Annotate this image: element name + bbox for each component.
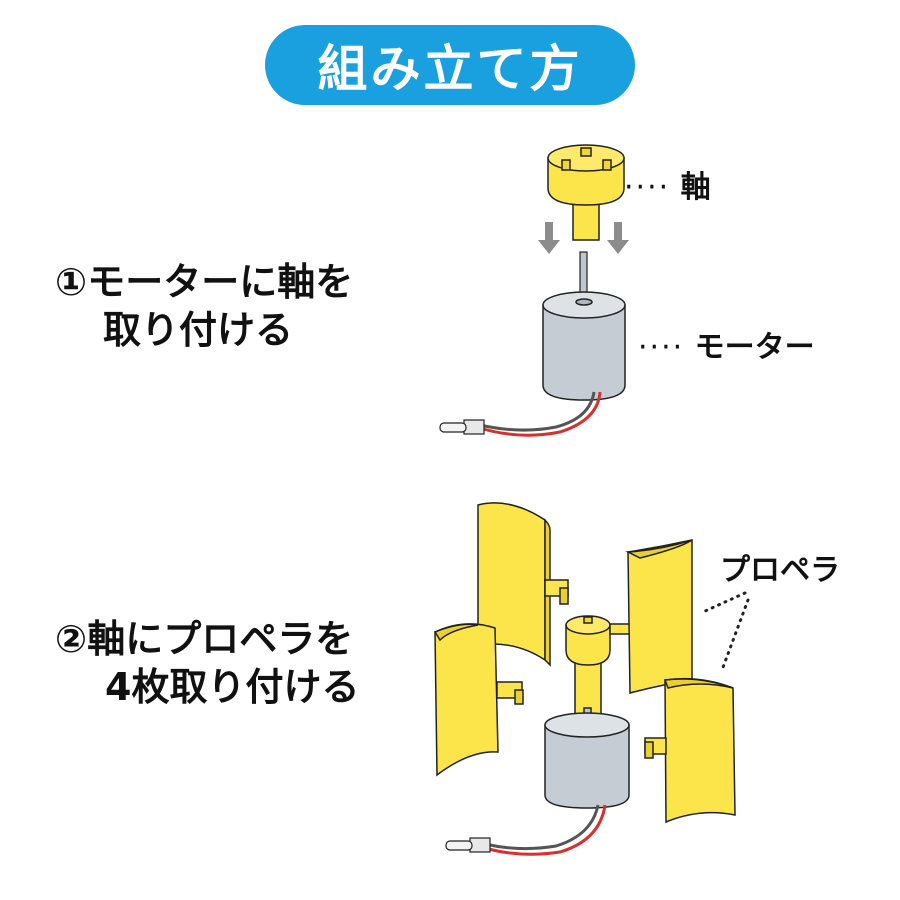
step-1-line1: モーターに軸を bbox=[87, 260, 354, 304]
step-2-wires bbox=[484, 804, 607, 856]
propeller-back-right bbox=[625, 539, 693, 694]
step-1-text: ①モーターに軸を 取り付ける bbox=[55, 258, 353, 354]
step-2-line2: 4枚取り付ける bbox=[105, 665, 360, 709]
propeller-hub bbox=[565, 615, 633, 716]
connector bbox=[439, 419, 485, 435]
step-2-connector bbox=[445, 837, 491, 853]
step-2-illustration bbox=[433, 502, 736, 824]
step-2-line1: 軸にプロペラを bbox=[87, 617, 354, 661]
step-1-illustration bbox=[439, 144, 629, 437]
motor-wires bbox=[479, 391, 602, 437]
motor bbox=[542, 291, 626, 401]
step-2-number: ② bbox=[55, 617, 88, 661]
propeller-leader-lines bbox=[701, 591, 750, 672]
propeller-back-left bbox=[477, 502, 569, 667]
propeller-label: プロペラ bbox=[720, 553, 840, 588]
propeller-front-left bbox=[433, 623, 524, 777]
step-1-line2: 取り付ける bbox=[103, 308, 294, 352]
propeller-front-right bbox=[644, 677, 736, 824]
step-2-text: ②軸にプロペラを 4枚取り付ける bbox=[55, 615, 359, 711]
page-title: 組み立て方 bbox=[317, 40, 583, 98]
title-banner: 組み立て方 bbox=[265, 25, 635, 105]
shaft-label: ···· 軸 bbox=[624, 170, 711, 205]
shaft-part bbox=[547, 144, 625, 241]
down-arrows bbox=[538, 222, 629, 254]
motor-assembled bbox=[544, 712, 630, 809]
motor-label: ···· モーター bbox=[638, 330, 815, 365]
motor-pin bbox=[579, 251, 588, 298]
step-1-number: ① bbox=[55, 260, 88, 304]
